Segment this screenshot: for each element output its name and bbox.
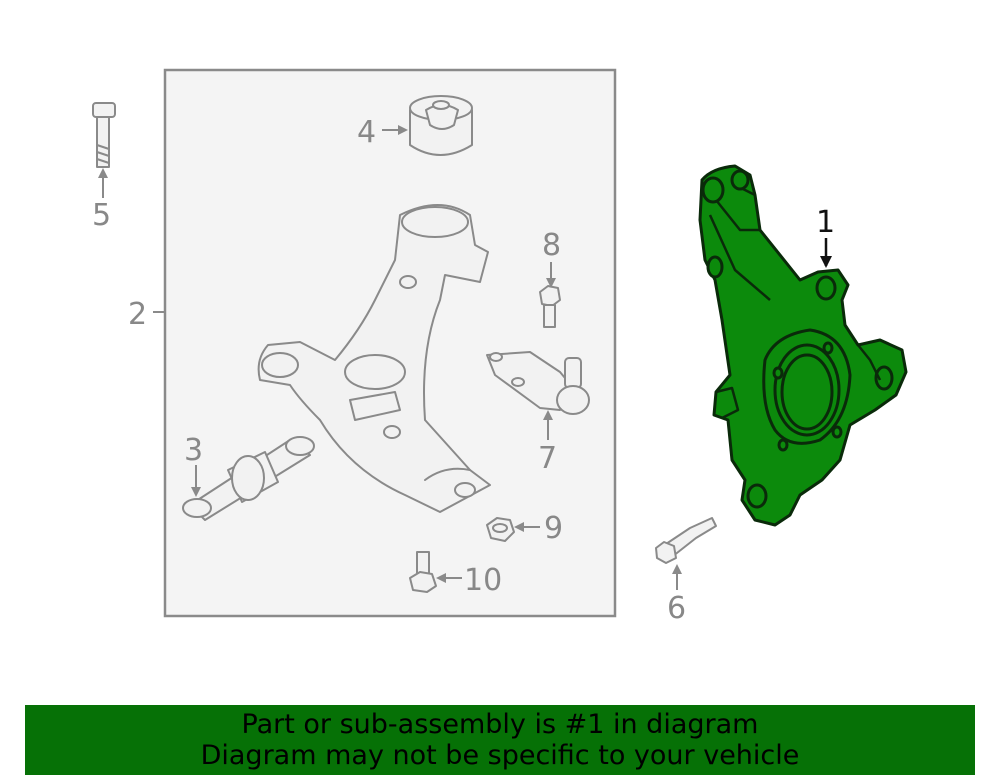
callout-7[interactable]: 7 <box>538 441 557 476</box>
nut-part-9[interactable] <box>486 517 515 542</box>
callout-6[interactable]: 6 <box>667 591 686 626</box>
banner-line-2: Diagram may not be specific to your vehi… <box>200 740 800 771</box>
bolt-part-10[interactable] <box>409 551 437 593</box>
callout-8[interactable]: 8 <box>542 228 561 263</box>
bolt-part-8[interactable] <box>539 285 561 328</box>
bolt-part-5[interactable] <box>92 102 116 168</box>
callout-3[interactable]: 3 <box>184 433 203 468</box>
banner-line-1: Part or sub-assembly is #1 in diagram <box>241 709 759 740</box>
info-banner: Part or sub-assembly is #1 in diagram Di… <box>25 705 975 775</box>
bolt-part-6[interactable] <box>655 517 717 564</box>
callout-9[interactable]: 9 <box>544 511 563 546</box>
callout-2[interactable]: 2 <box>128 297 147 332</box>
callout-4[interactable]: 4 <box>357 115 376 150</box>
callout-10[interactable]: 10 <box>464 563 502 598</box>
bushing-part-3[interactable] <box>182 436 315 521</box>
callout-5[interactable]: 5 <box>92 198 111 233</box>
ball-joint-part-7[interactable] <box>486 351 590 415</box>
bushing-part-4[interactable] <box>409 95 473 156</box>
lower-control-arm[interactable] <box>257 204 491 513</box>
steering-knuckle-part-1[interactable] <box>698 164 908 527</box>
callout-1[interactable]: 1 <box>816 205 835 240</box>
